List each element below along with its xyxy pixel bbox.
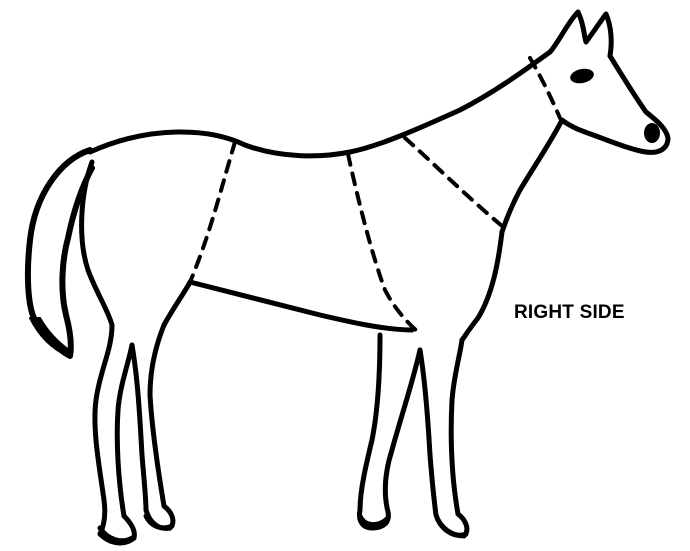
divider-throatlatch bbox=[530, 58, 560, 118]
region-dividers bbox=[190, 58, 560, 332]
divider-neck-base bbox=[405, 138, 502, 226]
divider-shoulder bbox=[348, 154, 418, 332]
nostril-mark bbox=[644, 123, 660, 143]
side-label: RIGHT SIDE bbox=[514, 302, 625, 324]
hooves bbox=[100, 516, 466, 541]
front-legs bbox=[360, 335, 467, 536]
divider-flank bbox=[190, 142, 235, 282]
eye-mark bbox=[569, 67, 595, 86]
horse-outline bbox=[90, 12, 668, 340]
